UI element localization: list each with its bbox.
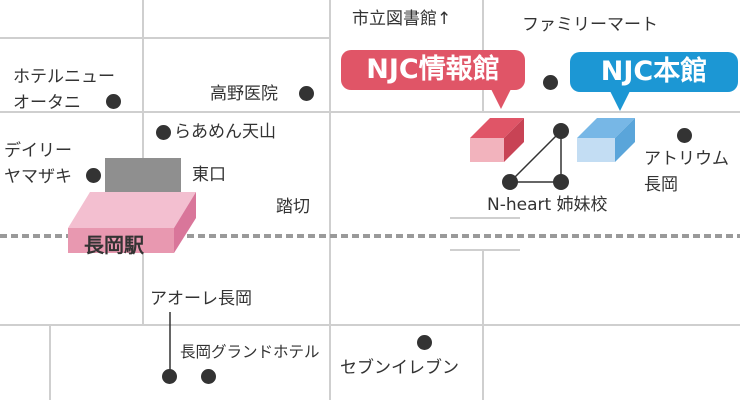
- nheart-points: [502, 123, 569, 190]
- station-top-face: [68, 192, 196, 228]
- main-building-callout-text: NJC本館: [600, 56, 708, 87]
- crossing-label: 踏切: [276, 197, 310, 217]
- info-building-side: [504, 118, 524, 162]
- station-name: 長岡駅: [84, 233, 144, 257]
- main-building-top: [577, 118, 635, 138]
- aore-label: アオーレ長岡: [150, 289, 252, 309]
- daily-yamazaki-dot: [86, 168, 101, 183]
- main-building-front: [577, 138, 615, 162]
- atrium-line2: 長岡: [644, 175, 678, 195]
- daily-yamazaki-line2: ヤマザキ: [4, 167, 72, 187]
- grand-hotel-dot: [201, 369, 216, 384]
- station-front-face: [68, 228, 174, 253]
- family-mart-dot: [543, 75, 558, 90]
- nheart-connector: [509, 130, 562, 183]
- info-building-callout-text: NJC情報館: [366, 54, 500, 85]
- nheart-school-label: N-heart 姉妹校: [487, 195, 608, 215]
- takano-hospital-dot: [299, 86, 314, 101]
- raamen-tenzan-dot: [156, 125, 171, 140]
- hotel-new-otani-line2: オータニ: [13, 93, 81, 113]
- east-exit-label: 東口: [192, 165, 226, 185]
- daily-yamazaki-line1: デイリー: [4, 141, 72, 161]
- info-building-top: [470, 118, 524, 138]
- station-platform: [105, 158, 181, 192]
- info-callout-tail: [491, 89, 511, 109]
- family-mart-label: ファミリーマート: [522, 15, 658, 35]
- grand-hotel-label: 長岡グランドホテル: [180, 343, 320, 361]
- main-callout-tail: [610, 91, 630, 111]
- hotel-new-otani-line1: ホテルニュー: [13, 67, 115, 87]
- hotel-new-otani-dot: [106, 94, 121, 109]
- library-label: 市立図書館↑: [352, 9, 452, 29]
- hotel-new-otani-label: ホテルニュー オータニ: [13, 64, 115, 116]
- aore-dot: [162, 369, 177, 384]
- atrium-line1: アトリウム: [644, 149, 729, 169]
- takano-hospital-label: 高野医院: [210, 84, 278, 104]
- seven-eleven-dot: [417, 335, 432, 350]
- daily-yamazaki-label: デイリー ヤマザキ: [4, 138, 72, 190]
- atrium-dot: [677, 128, 692, 143]
- raamen-tenzan-label: らあめん天山: [174, 122, 276, 142]
- info-building-front: [470, 138, 504, 162]
- seven-eleven-label: セブンイレブン: [340, 358, 459, 378]
- info-building-callout[interactable]: NJC情報館: [341, 50, 525, 109]
- main-building-side: [615, 118, 635, 162]
- main-building-callout[interactable]: NJC本館: [570, 52, 738, 111]
- atrium-label: アトリウム 長岡: [644, 146, 729, 198]
- station-side-face: [174, 192, 196, 253]
